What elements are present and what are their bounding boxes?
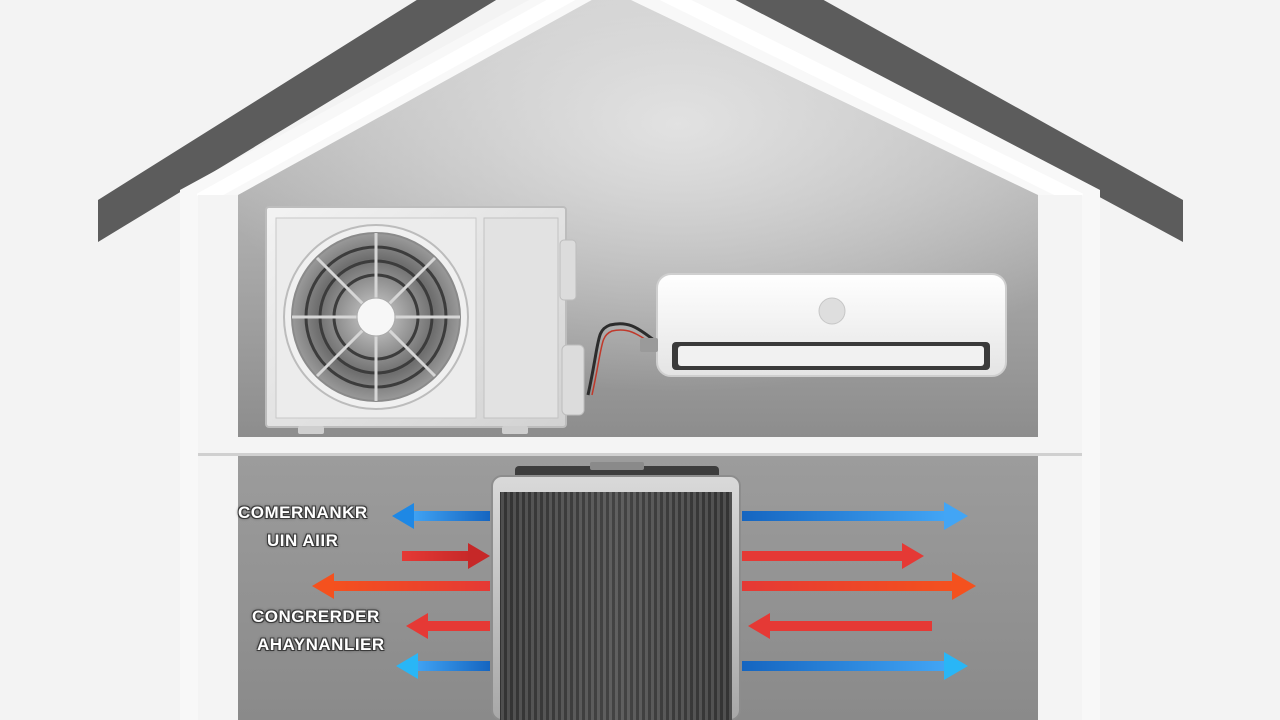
warm-arrow [748, 613, 932, 639]
roof [98, 0, 1183, 242]
fan-icon [283, 224, 469, 410]
label-lower-line-2: AHAYNANLIER [257, 635, 385, 654]
gable-trim [196, 0, 1084, 207]
warm-arrow [742, 572, 976, 600]
warm-arrow [312, 573, 490, 599]
warm-arrow [406, 613, 490, 639]
cool-arrow [742, 652, 968, 680]
floor-slab [198, 437, 1082, 455]
cool-arrow [392, 503, 490, 529]
label-upper-line-1: COMERNANKR [238, 503, 368, 522]
refrigerant-line [586, 322, 655, 396]
cool-arrow [742, 502, 968, 530]
indoor-unit [640, 273, 1007, 377]
label-upper-line-2: UIN AIIR [267, 531, 339, 550]
indoor-unit-sensor [818, 297, 846, 325]
warm-arrow [402, 543, 490, 569]
outdoor-unit [265, 206, 585, 434]
heat-exchanger [491, 462, 741, 720]
warm-arrow [742, 543, 924, 569]
cool-arrow [396, 653, 490, 679]
left-arrows [312, 503, 490, 679]
right-arrows [742, 502, 976, 680]
label-lower-line-1: CONGRERDER [252, 607, 380, 626]
